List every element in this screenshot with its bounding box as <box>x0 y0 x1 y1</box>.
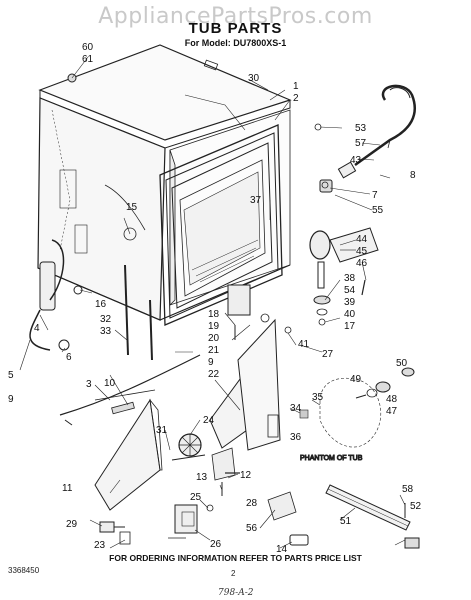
callout-40: 40 <box>344 309 356 320</box>
callout-36: 36 <box>290 432 302 443</box>
handwritten-code: 798-A-2 <box>218 588 254 598</box>
callout-8: 8 <box>410 170 416 181</box>
callout-50: 50 <box>396 358 408 369</box>
callout-10: 10 <box>104 378 116 389</box>
callout-46: 46 <box>356 258 368 269</box>
callout-15: 15 <box>126 202 138 213</box>
callout-28: 28 <box>246 498 258 509</box>
callout-43: 43 <box>350 155 362 166</box>
callout-1: 1 <box>293 81 299 92</box>
callout-5: 5 <box>8 370 14 381</box>
callout-9b: 9 <box>8 394 14 405</box>
document-number: 3368450 <box>8 566 40 575</box>
callout-7: 7 <box>372 190 378 201</box>
callout-61: 61 <box>82 54 94 65</box>
callout-32: 32 <box>100 314 112 325</box>
callout-57: 57 <box>355 138 367 149</box>
callout-60: 60 <box>82 42 94 53</box>
inlet-hose-assembly <box>29 73 83 351</box>
callout-19: 19 <box>208 321 220 332</box>
callout-26: 26 <box>210 539 222 550</box>
callout-58: 58 <box>402 484 414 495</box>
callout-22: 22 <box>208 369 220 380</box>
callout-24: 24 <box>203 415 215 426</box>
callout-25: 25 <box>190 492 202 503</box>
callout-49: 49 <box>350 374 362 385</box>
rail-and-fittings <box>299 367 420 549</box>
ordering-info-note: FOR ORDERING INFORMATION REFER TO PARTS … <box>109 553 362 563</box>
callout-45: 45 <box>356 246 368 257</box>
callout-44: 44 <box>356 234 368 245</box>
callout-35: 35 <box>312 392 324 403</box>
callout-27: 27 <box>322 349 334 360</box>
callout-9: 9 <box>208 357 214 368</box>
callout-53: 53 <box>355 123 367 134</box>
callout-4: 4 <box>34 323 40 334</box>
leader-lines <box>19 56 406 549</box>
callout-3: 3 <box>86 379 92 390</box>
callout-11: 11 <box>62 483 73 494</box>
callout-21: 21 <box>208 345 220 356</box>
watermark: AppliancePartsPros.com <box>98 4 373 29</box>
callout-33: 33 <box>100 326 112 337</box>
callout-39: 39 <box>344 297 356 308</box>
callout-54: 54 <box>344 285 356 296</box>
callout-38: 38 <box>344 273 356 284</box>
callout-17: 17 <box>344 321 356 332</box>
callout-56: 56 <box>246 523 258 534</box>
callout-18: 18 <box>208 309 220 320</box>
callout-13: 13 <box>196 472 208 483</box>
page-title: TUB PARTS <box>188 20 283 37</box>
callout-23: 23 <box>94 540 106 551</box>
callout-6: 6 <box>66 352 72 363</box>
callout-37: 37 <box>250 195 262 206</box>
callout-30: 30 <box>248 73 260 84</box>
callout-2: 2 <box>293 93 299 104</box>
leg-brackets <box>59 318 309 546</box>
callout-20: 20 <box>208 333 220 344</box>
callout-51: 51 <box>340 516 352 527</box>
callout-29: 29 <box>66 519 78 530</box>
callout-34: 34 <box>290 403 302 414</box>
callout-12: 12 <box>240 470 252 481</box>
callout-41: 41 <box>298 339 310 350</box>
callout-47: 47 <box>386 406 398 417</box>
drain-hose-assembly <box>314 84 416 193</box>
phantom-tub-label: PHANTOM OF TUB <box>300 455 363 462</box>
callout-16: 16 <box>95 299 107 310</box>
callout-14: 14 <box>276 544 288 555</box>
callout-55: 55 <box>372 205 384 216</box>
tub-assembly <box>37 44 292 361</box>
callout-48: 48 <box>386 394 398 405</box>
callout-52: 52 <box>410 501 422 512</box>
pump-components <box>227 227 379 340</box>
callout-labels: 60 61 30 1 2 53 57 43 8 7 55 37 15 44 45… <box>8 42 422 555</box>
page-number: 2 <box>231 569 236 578</box>
callout-31: 31 <box>156 425 168 436</box>
model-label: For Model: DU7800XS-1 <box>184 38 287 48</box>
